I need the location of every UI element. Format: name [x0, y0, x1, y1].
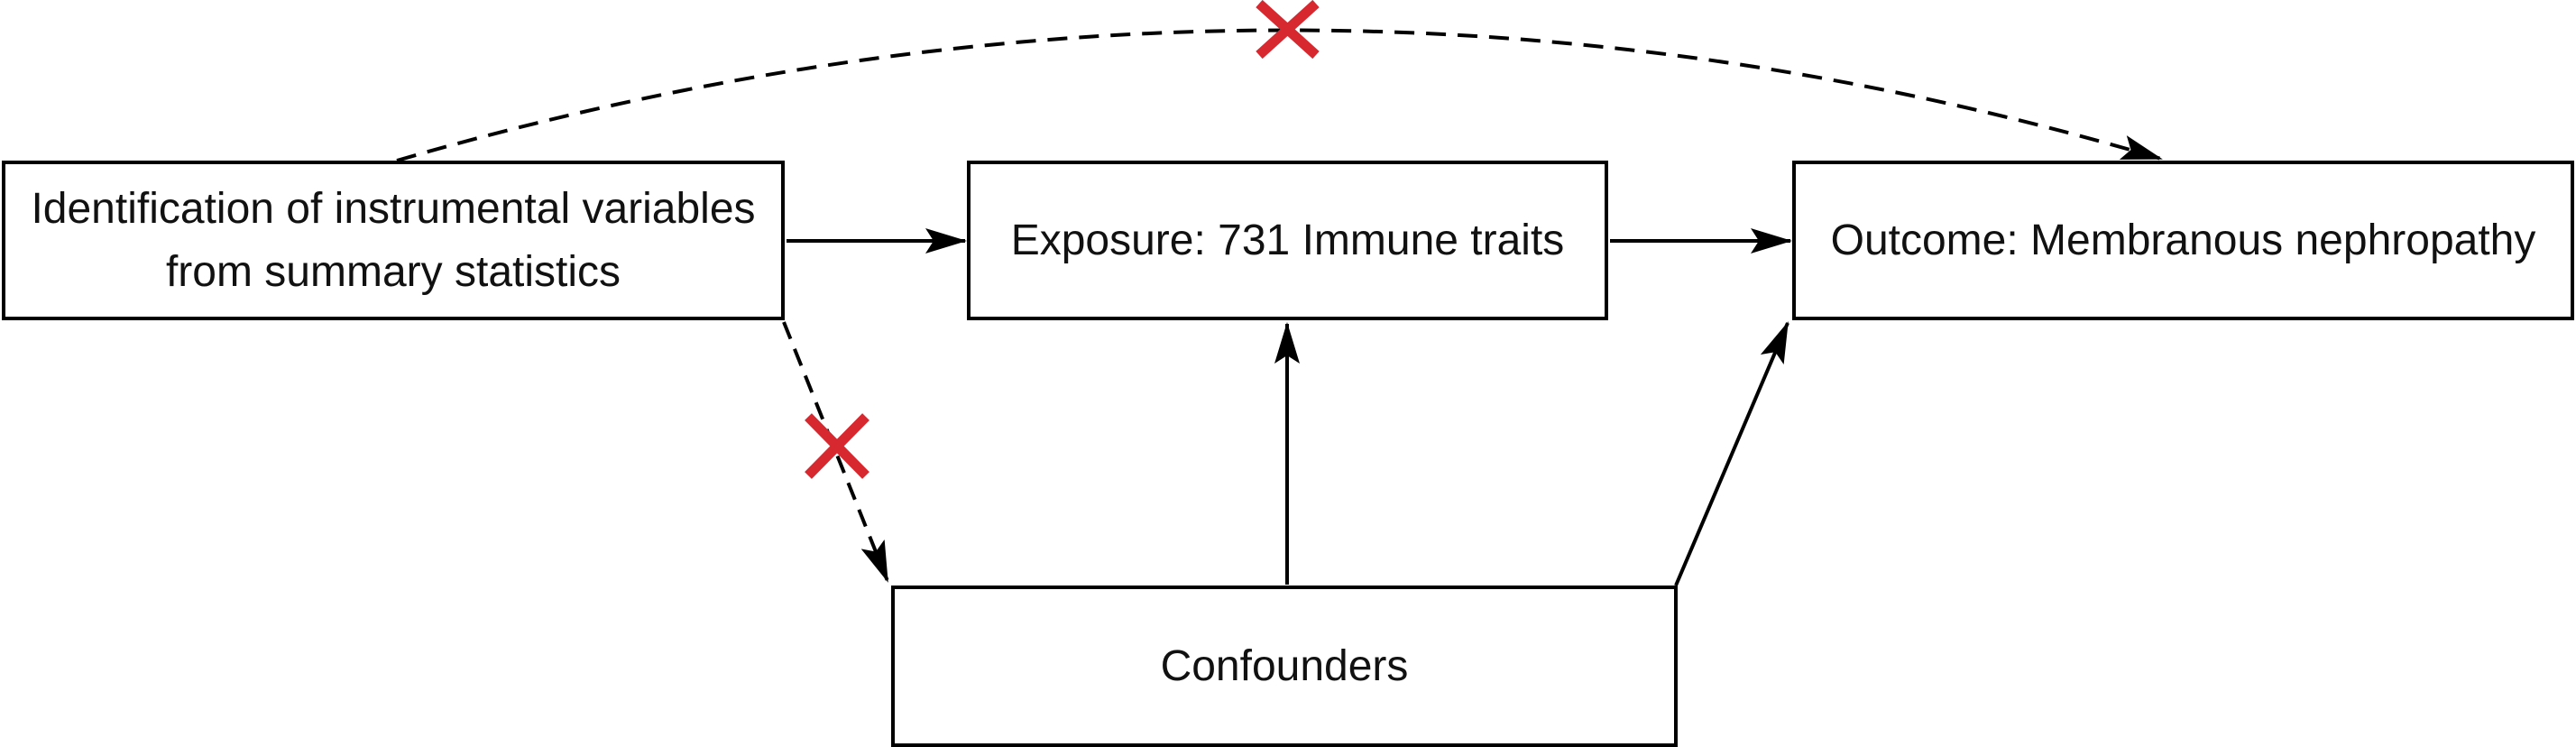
iv-outcome-cross-icon [1256, 0, 1320, 60]
iv-to-confounders-dashed-arrow [782, 321, 889, 583]
outcome-box-label: Outcome: Membranous nephropathy [1830, 216, 2536, 264]
iv-box-label-line2: from summary statistics [165, 247, 621, 296]
confounders-box-label: Confounders [1160, 641, 1409, 690]
iv-box-label-line1: Identification of instrumental variables [31, 184, 756, 233]
confounders-to-outcome-arrow [1674, 321, 1789, 586]
iv-confounders-cross-icon [805, 413, 869, 479]
confounders-box: Confounders [891, 586, 1678, 747]
iv-box: Identification of instrumental variables… [2, 161, 785, 320]
iv-to-outcome-dashed-curve [396, 28, 2163, 162]
exposure-box-label: Exposure: 731 Immune traits [1010, 216, 1565, 264]
outcome-box: Outcome: Membranous nephropathy [1792, 161, 2574, 320]
exposure-box: Exposure: 731 Immune traits [967, 161, 1608, 320]
